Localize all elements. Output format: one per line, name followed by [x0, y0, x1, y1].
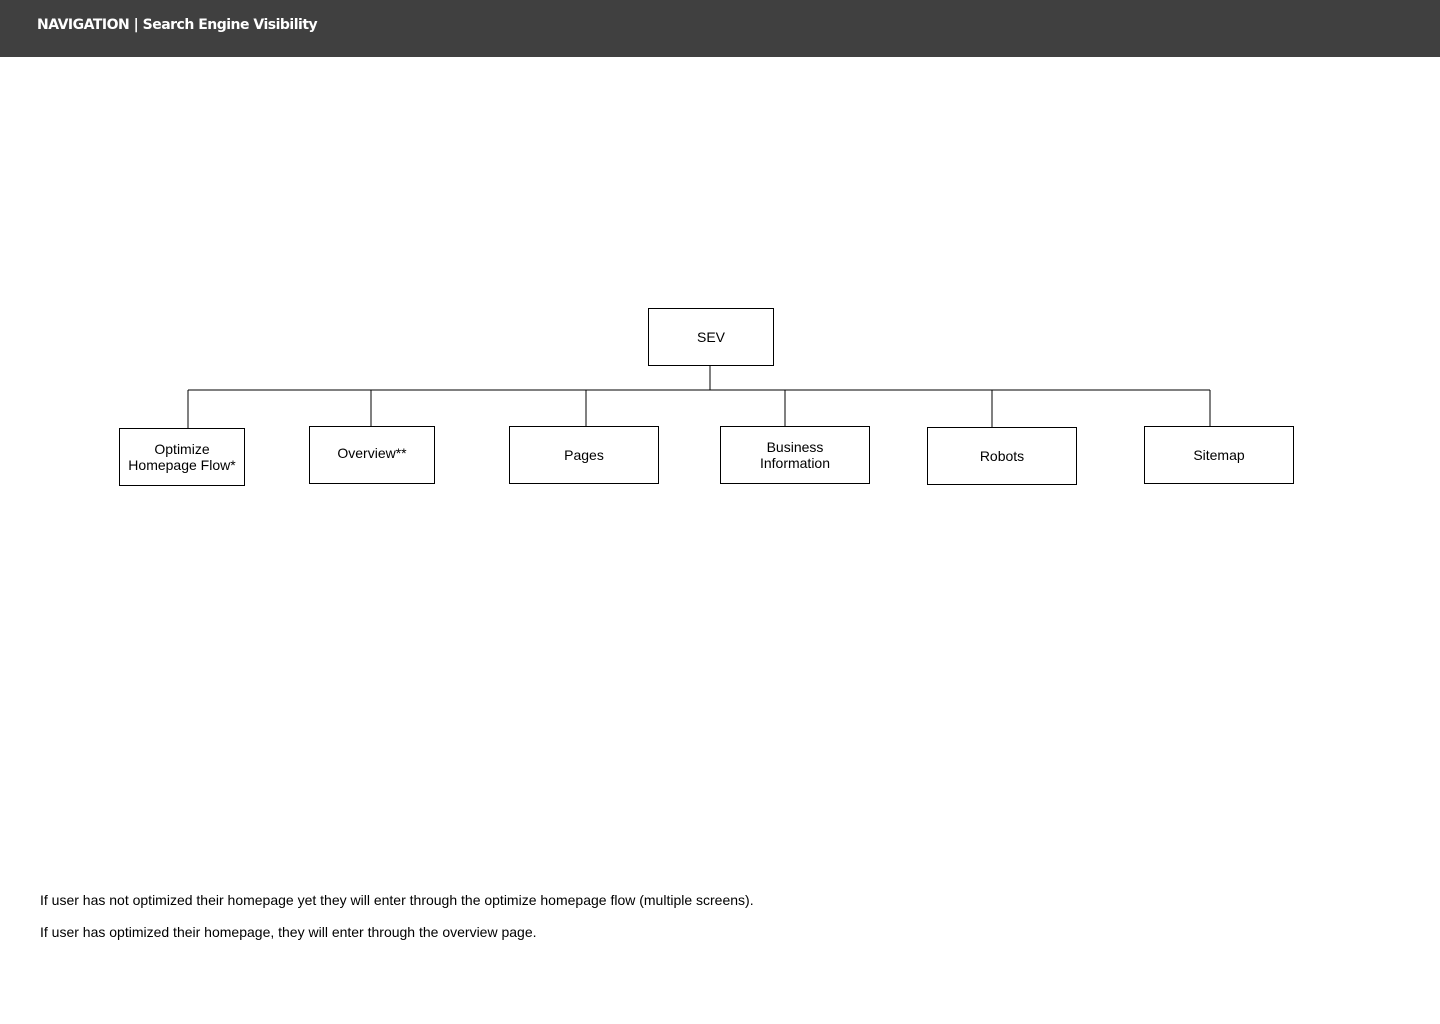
- footnote-overview: If user has optimized their homepage, th…: [40, 924, 537, 940]
- node-pages: Pages: [509, 426, 659, 484]
- node-overview-label: Overview**: [337, 445, 407, 461]
- node-sev-label: SEV: [696, 329, 725, 345]
- node-sev: SEV: [648, 308, 774, 366]
- node-business-information: Business Information: [720, 426, 870, 484]
- page-title: NAVIGATION | Search Engine Visibility: [37, 17, 318, 33]
- node-robots: Robots: [927, 427, 1077, 485]
- node-sitemap: Sitemap: [1144, 426, 1294, 484]
- node-business-information-label: Business Information: [759, 439, 831, 471]
- footnote-optimize: If user has not optimized their homepage…: [40, 892, 754, 908]
- node-optimize-homepage-flow: Optimize Homepage Flow*: [119, 428, 245, 486]
- node-overview: Overview**: [309, 426, 435, 484]
- node-pages-label: Pages: [564, 447, 604, 463]
- node-robots-label: Robots: [979, 448, 1025, 464]
- node-sitemap-label: Sitemap: [1193, 447, 1245, 463]
- node-optimize-homepage-flow-label: Optimize Homepage Flow*: [128, 441, 236, 473]
- header-bar: NAVIGATION | Search Engine Visibility: [0, 0, 1440, 57]
